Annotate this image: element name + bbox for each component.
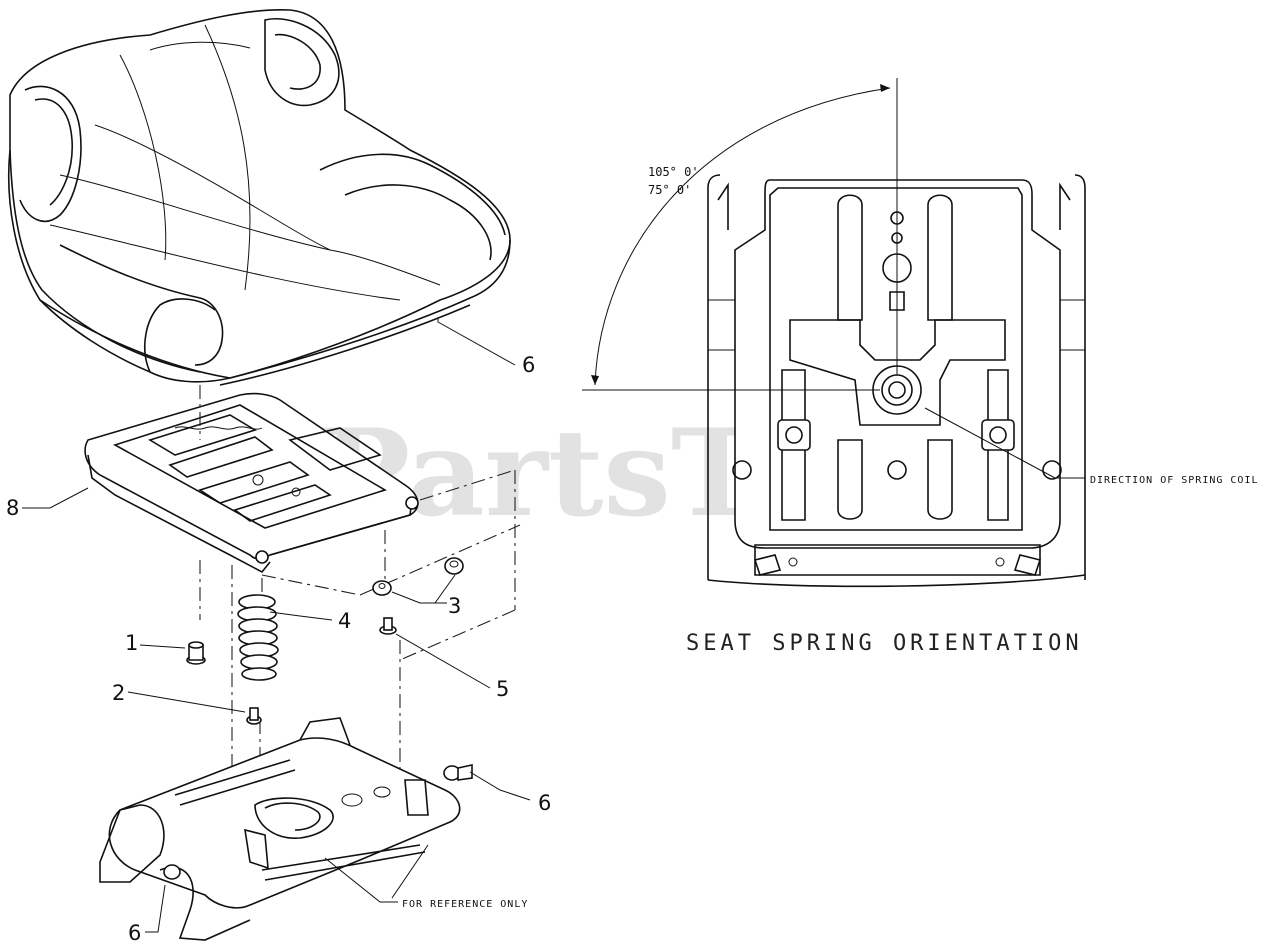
callout-7[interactable]: 6 — [522, 353, 535, 377]
callout-6-left[interactable]: 6 — [128, 921, 141, 945]
seat-plate[interactable] — [84, 392, 419, 574]
callout-2[interactable]: 2 — [112, 681, 125, 705]
callout-6-right[interactable]: 6 — [538, 791, 551, 815]
angle-dimension — [582, 78, 898, 391]
seat-cushion[interactable] — [7, 8, 511, 386]
leader-6-left — [145, 884, 166, 933]
pin-part-1[interactable] — [186, 641, 206, 665]
callout-3[interactable]: 3 — [448, 594, 461, 618]
leader-3b — [434, 574, 456, 604]
callout-1[interactable]: 1 — [125, 631, 138, 655]
leader-8 — [22, 487, 89, 509]
leader-reference — [324, 857, 398, 903]
callout-5[interactable]: 5 — [496, 677, 509, 701]
bolt-part-5[interactable] — [379, 617, 397, 635]
leader-2 — [127, 691, 246, 713]
leader-5 — [395, 633, 491, 689]
caption-orientation: SEAT SPRING ORIENTATION — [686, 631, 1083, 656]
base-frame[interactable] — [99, 717, 461, 941]
bolt-part-6-right[interactable] — [443, 764, 473, 781]
leader-reference-b — [391, 844, 429, 899]
seat-spring[interactable] — [237, 594, 279, 681]
note-reference-only: FOR REFERENCE ONLY — [402, 899, 528, 910]
leader-7 — [437, 318, 516, 366]
nut-part-3[interactable] — [372, 557, 464, 596]
angle-outer: 105° 0' — [648, 165, 699, 179]
bolt-part-2[interactable] — [246, 707, 262, 725]
angle-inner: 75° 0' — [648, 183, 691, 197]
leader-3 — [391, 591, 447, 604]
leader-1 — [139, 644, 186, 649]
callout-4[interactable]: 4 — [338, 609, 351, 633]
note-spring-coil: DIRECTION OF SPRING COIL — [1090, 475, 1259, 486]
leader-6-right — [469, 771, 531, 801]
leader-4 — [269, 611, 333, 621]
leader-spring-coil — [924, 407, 1085, 479]
callout-8[interactable]: 8 — [6, 496, 19, 520]
